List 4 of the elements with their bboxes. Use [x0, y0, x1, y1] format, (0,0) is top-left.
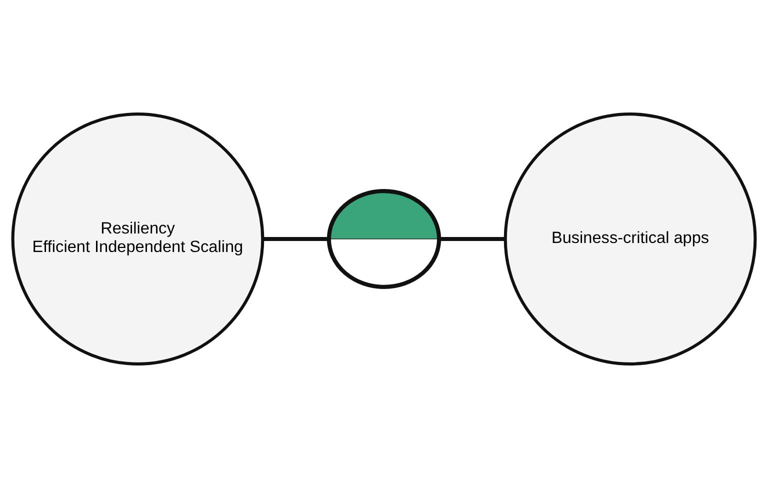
connector	[439, 236, 506, 241]
node-circle: Resiliency Efficient Independent Scaling	[11, 112, 264, 365]
node-circle: Business-critical apps	[504, 112, 757, 365]
connector	[262, 236, 329, 241]
